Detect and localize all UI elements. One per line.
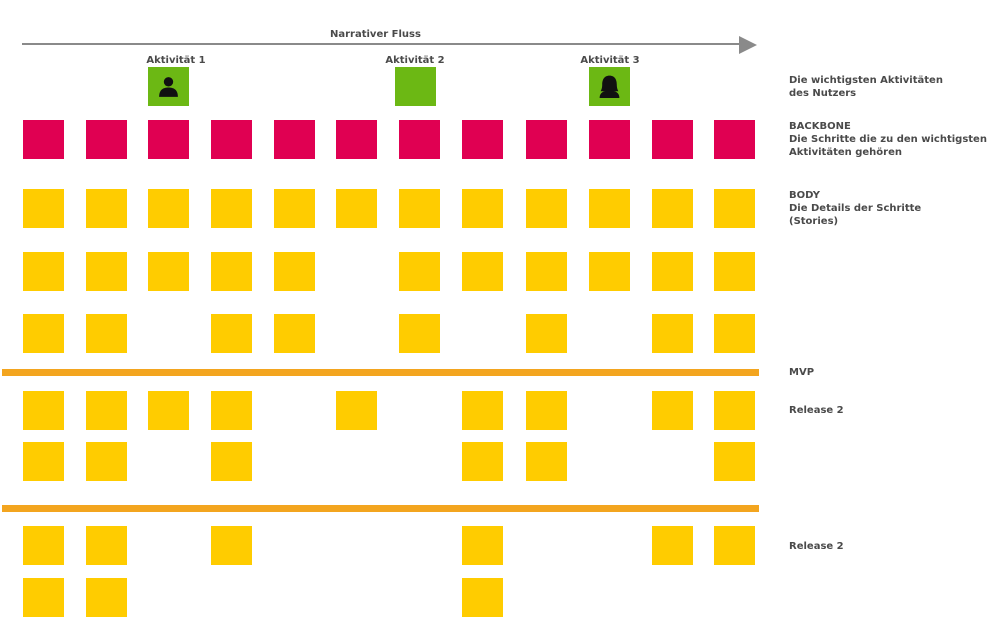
release-2-story-card[interactable] <box>652 391 693 430</box>
body-story-card[interactable] <box>336 189 377 228</box>
release-2-story-card[interactable] <box>211 442 252 481</box>
body-story-card[interactable] <box>274 314 315 353</box>
legend-backbone: BACKBONE Die Schritte die zu den wichtig… <box>789 120 987 159</box>
release-2-later-story-card[interactable] <box>23 578 64 617</box>
backbone-card[interactable] <box>399 120 440 159</box>
backbone-card[interactable] <box>336 120 377 159</box>
body-story-card[interactable] <box>211 314 252 353</box>
release-2-story-card[interactable] <box>336 391 377 430</box>
backbone-card[interactable] <box>652 120 693 159</box>
activity-1-card[interactable] <box>148 67 189 106</box>
body-story-card[interactable] <box>526 252 567 291</box>
backbone-card[interactable] <box>148 120 189 159</box>
release-2-later-story-card[interactable] <box>462 578 503 617</box>
body-story-card[interactable] <box>526 189 567 228</box>
body-story-card[interactable] <box>714 252 755 291</box>
release-2-later-story-card[interactable] <box>462 526 503 565</box>
body-story-card[interactable] <box>399 314 440 353</box>
legend-release-2a: Release 2 <box>789 405 844 416</box>
activity-2-label: Aktivität 2 <box>385 55 445 66</box>
body-story-card[interactable] <box>23 314 64 353</box>
user-male-icon <box>159 77 178 97</box>
activity-3-label: Aktivität 3 <box>580 55 640 66</box>
body-story-card[interactable] <box>526 314 567 353</box>
release-2-story-card[interactable] <box>86 442 127 481</box>
body-story-card[interactable] <box>23 252 64 291</box>
body-story-card[interactable] <box>211 189 252 228</box>
release-2-story-card[interactable] <box>462 391 503 430</box>
user-female-icon <box>599 75 620 98</box>
release-2-later-story-card[interactable] <box>714 526 755 565</box>
release-2-story-card[interactable] <box>86 391 127 430</box>
release-2-later-story-card[interactable] <box>652 526 693 565</box>
release-2-story-card[interactable] <box>211 391 252 430</box>
legend-mvp: MVP <box>789 367 815 378</box>
narrative-flow-arrow-head <box>739 36 757 54</box>
mvp-divider <box>2 369 759 376</box>
release-2-later-story-card[interactable] <box>86 578 127 617</box>
release-2-story-card[interactable] <box>23 391 64 430</box>
body-story-card[interactable] <box>652 252 693 291</box>
body-story-card[interactable] <box>462 189 503 228</box>
release-2-story-card[interactable] <box>148 391 189 430</box>
body-story-card[interactable] <box>211 252 252 291</box>
body-story-card[interactable] <box>148 252 189 291</box>
release-2-story-card[interactable] <box>526 391 567 430</box>
legend-activities-line2: des Nutzers <box>789 88 857 99</box>
backbone-card[interactable] <box>526 120 567 159</box>
release-divider <box>2 505 759 512</box>
release-2-story-card[interactable] <box>526 442 567 481</box>
legend-body-line2: (Stories) <box>789 216 839 227</box>
legend-activities: Die wichtigsten Aktivitäten des Nutzers <box>789 74 943 100</box>
legend-backbone-line2: Aktivitäten gehören <box>789 147 902 158</box>
release-2-story-card[interactable] <box>714 442 755 481</box>
activity-2-card[interactable] <box>395 67 436 106</box>
body-story-card[interactable] <box>652 189 693 228</box>
legend-body-title: BODY <box>789 190 820 201</box>
activity-3-card[interactable] <box>589 67 630 106</box>
body-story-card[interactable] <box>714 314 755 353</box>
body-story-card[interactable] <box>589 189 630 228</box>
release-2-story-card[interactable] <box>714 391 755 430</box>
legend-backbone-title: BACKBONE <box>789 121 851 132</box>
backbone-card[interactable] <box>714 120 755 159</box>
activity-1-label: Aktivität 1 <box>146 55 206 66</box>
body-story-card[interactable] <box>652 314 693 353</box>
legend-body-line1: Die Details der Schritte <box>789 203 922 214</box>
body-story-card[interactable] <box>86 252 127 291</box>
backbone-card[interactable] <box>211 120 252 159</box>
backbone-card[interactable] <box>23 120 64 159</box>
backbone-card[interactable] <box>589 120 630 159</box>
body-story-card[interactable] <box>399 252 440 291</box>
body-story-card[interactable] <box>399 189 440 228</box>
body-story-card[interactable] <box>589 252 630 291</box>
legend-backbone-line1: Die Schritte die zu den wichtigsten <box>789 134 987 145</box>
body-story-card[interactable] <box>23 189 64 228</box>
body-story-card[interactable] <box>274 189 315 228</box>
legend-release-2b: Release 2 <box>789 541 844 552</box>
release-2-story-card[interactable] <box>462 442 503 481</box>
body-story-card[interactable] <box>86 189 127 228</box>
backbone-card[interactable] <box>86 120 127 159</box>
body-story-card[interactable] <box>714 189 755 228</box>
body-story-card[interactable] <box>86 314 127 353</box>
legend-body: BODY Die Details der Schritte (Stories) <box>789 189 921 228</box>
backbone-card[interactable] <box>462 120 503 159</box>
release-2-story-card[interactable] <box>23 442 64 481</box>
body-story-card[interactable] <box>148 189 189 228</box>
release-2-later-story-card[interactable] <box>211 526 252 565</box>
release-2-later-story-card[interactable] <box>23 526 64 565</box>
body-story-card[interactable] <box>274 252 315 291</box>
legend-activities-line1: Die wichtigsten Aktivitäten <box>789 75 943 86</box>
body-story-card[interactable] <box>462 252 503 291</box>
narrative-flow-label: Narrativer Fluss <box>330 29 421 40</box>
backbone-card[interactable] <box>274 120 315 159</box>
release-2-later-story-card[interactable] <box>86 526 127 565</box>
narrative-flow-arrow-line <box>22 43 744 45</box>
